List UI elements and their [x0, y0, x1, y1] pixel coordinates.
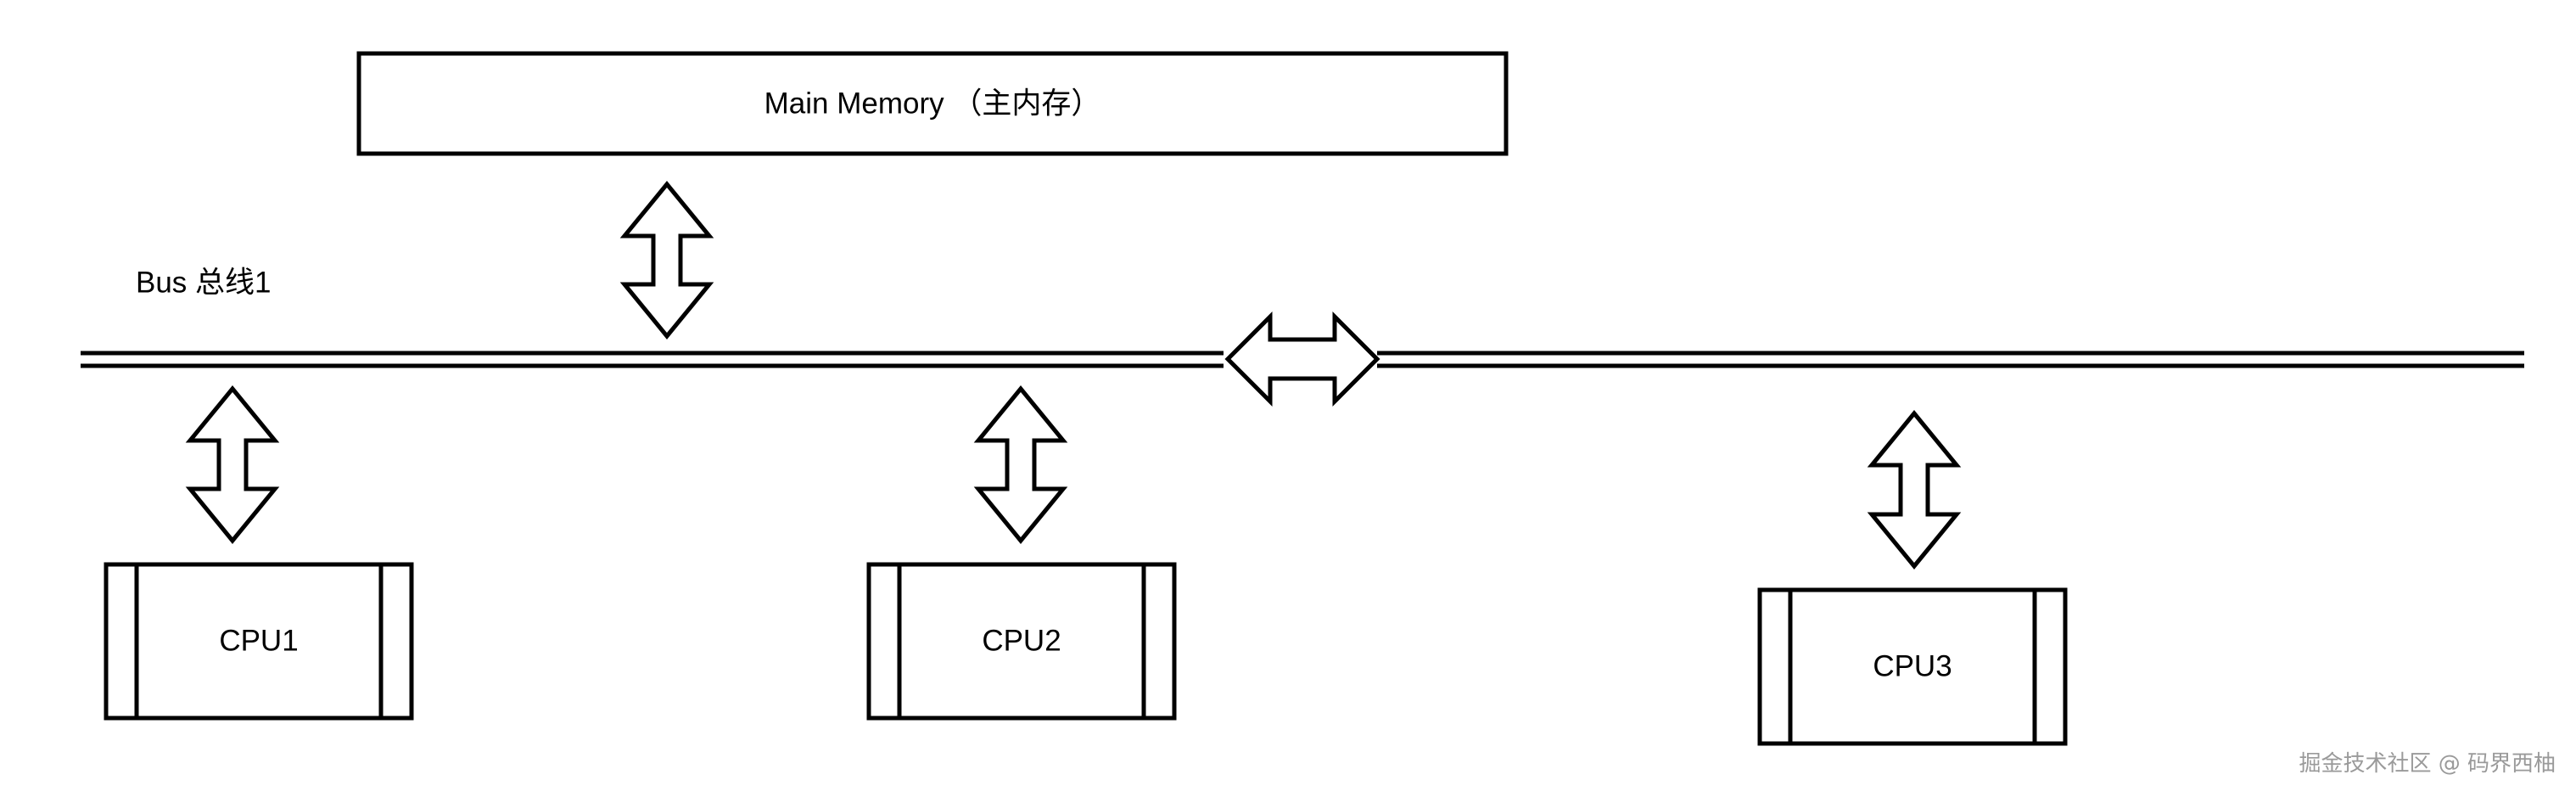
main-memory-box: [356, 51, 1509, 156]
cpu2-label: CPU2: [982, 625, 1061, 658]
cpu3-bus-vertical-arrow-icon: [1867, 410, 1962, 570]
bus-bridge-horizontal-arrow-icon: [1224, 311, 1380, 407]
cpu2-block: CPU2: [866, 562, 1177, 721]
bus-line-right: [1377, 351, 2524, 368]
cpu1-box: [104, 562, 414, 721]
main-memory-block: Main Memory （主内存）: [356, 51, 1509, 156]
watermark-text: 掘金技术社区 @ 码界西柚: [2299, 751, 2556, 777]
cpu1-bus-vertical-arrow-icon: [185, 385, 280, 544]
cpu3-block: CPU3: [1757, 587, 2068, 746]
cpu3-label: CPU3: [1873, 650, 1952, 683]
cpu2-box: [866, 562, 1177, 721]
main-memory-label: Main Memory （主内存）: [764, 87, 1101, 121]
memory-bus-vertical-arrow-icon: [619, 181, 714, 340]
bus-label: Bus 总线1: [136, 267, 272, 300]
cpu2-bus-vertical-arrow-icon: [973, 385, 1068, 544]
cpu1-block: CPU1: [104, 562, 414, 721]
cpu3-box: [1757, 587, 2068, 746]
bus-line-left: [81, 351, 1224, 368]
cpu1-label: CPU1: [219, 625, 298, 658]
